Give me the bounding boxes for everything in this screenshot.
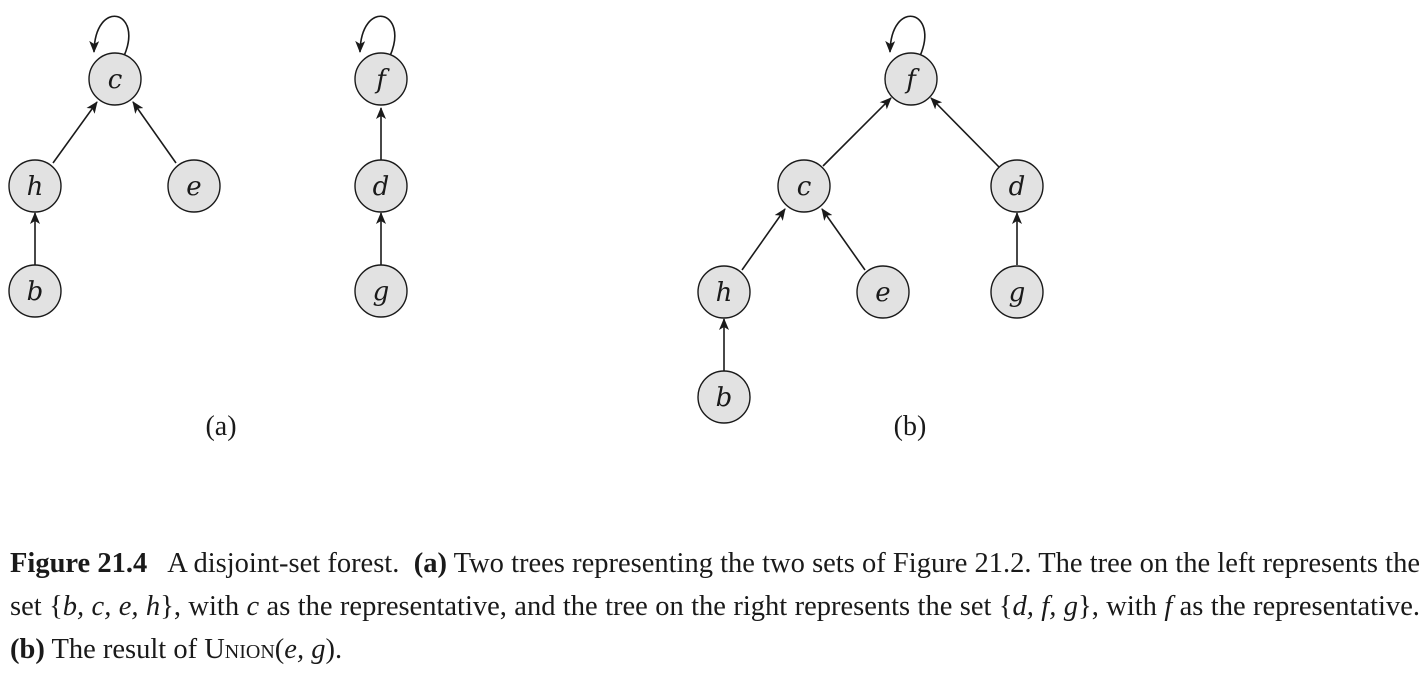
tree-f: f d g: [354, 15, 408, 318]
node-label: d: [1009, 172, 1026, 202]
node-b: b: [8, 264, 62, 318]
node-h: h: [697, 265, 751, 319]
self-loop-f: [355, 15, 396, 57]
edge-h-c: [52, 101, 98, 164]
caption-text: The result of: [51, 634, 205, 665]
paren: ).: [325, 634, 343, 665]
node-c: c: [777, 159, 831, 213]
node-label: b: [27, 277, 44, 307]
node-c: c: [88, 52, 142, 106]
operation-name: Union: [204, 634, 275, 665]
caption-text: as the representative.: [1172, 591, 1420, 622]
edge-e-c: [132, 101, 177, 164]
disjoint-set-forest-figure: c h e b f: [8, 15, 1044, 442]
caption-text: }, with: [160, 591, 247, 622]
representative: f: [1164, 591, 1173, 622]
part-a-tag: (a): [413, 548, 447, 579]
node-label: g: [1009, 278, 1026, 308]
node-label: h: [716, 278, 733, 308]
caption-text: }, with: [1078, 591, 1165, 622]
figure-caption: Figure 21.4 A disjoint-set forest. (a) T…: [10, 542, 1420, 671]
panel-a-label: (a): [205, 411, 236, 442]
panel-a: c h e b f: [8, 15, 408, 442]
operation-args: e, g: [284, 634, 326, 665]
self-loop-f: [885, 15, 926, 57]
node-h: h: [8, 159, 62, 213]
node-d: d: [354, 159, 408, 213]
node-label: e: [186, 172, 201, 202]
node-label: e: [875, 278, 890, 308]
node-label: c: [797, 172, 812, 202]
node-label: g: [373, 277, 390, 307]
node-e: e: [167, 159, 221, 213]
caption-title: A disjoint-set forest.: [167, 548, 400, 579]
part-b-tag: (b): [10, 634, 45, 665]
node-label: b: [716, 383, 733, 413]
node-label: c: [108, 65, 123, 95]
edge-d-f: [930, 97, 1000, 168]
figure-number: Figure 21.4: [10, 548, 148, 579]
set-elements: d, f, g: [1012, 591, 1079, 622]
node-d: d: [990, 159, 1044, 213]
node-f: f: [884, 52, 938, 106]
tree-c: c h e b: [8, 15, 221, 318]
paren: (: [274, 634, 285, 665]
node-b: b: [697, 370, 751, 424]
self-loop-c: [89, 15, 130, 57]
panel-b-label: (b): [894, 411, 927, 442]
caption-text: Two trees representing the two sets of F…: [10, 548, 1420, 622]
edge-e-c: [821, 208, 866, 271]
edge-h-c: [741, 208, 786, 271]
panel-b: f c d h e g b (b): [697, 15, 1044, 442]
node-g: g: [990, 265, 1044, 319]
set-elements: b, c, e, h: [62, 591, 161, 622]
caption-text: as the representative, and the tree on t…: [259, 591, 1013, 622]
node-e: e: [856, 265, 910, 319]
node-label: h: [27, 172, 44, 202]
representative: c: [246, 591, 260, 622]
node-g: g: [354, 264, 408, 318]
node-f: f: [354, 52, 408, 106]
edge-c-f: [822, 97, 892, 167]
node-label: d: [373, 172, 390, 202]
